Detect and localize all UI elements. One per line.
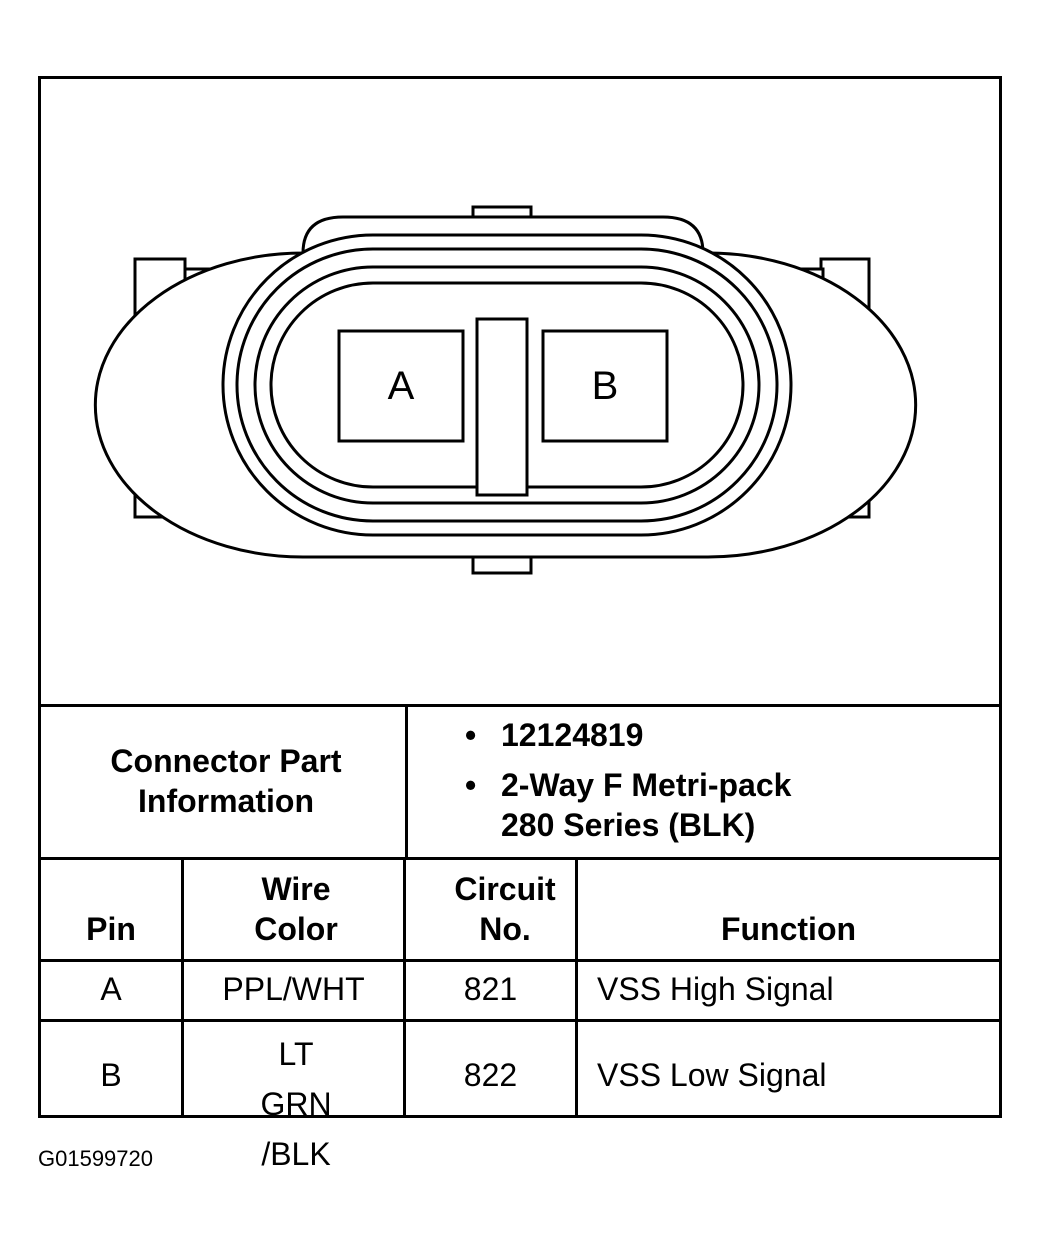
row-b-top-line [41, 1019, 999, 1022]
diagram-frame: A B Connector Part Information • 1212481… [38, 76, 1002, 1172]
row-a-wire-color: PPL/WHT [222, 971, 365, 1007]
shell-ring-2 [235, 247, 779, 523]
header-function: Function [720, 911, 857, 947]
header-circuit-no: Circuit No. [454, 871, 556, 947]
header-pin: Pin [86, 911, 136, 947]
row-b-circuit-no: 822 [463, 1057, 518, 1093]
part-description: 2-Way F Metri-pack 280 Series (BLK) [501, 767, 792, 843]
row-b-pin: B [100, 1057, 122, 1093]
pin-a-label: A [388, 364, 415, 408]
shell-ring-3 [253, 265, 761, 505]
row-b-wire-color: LT GRN /BLK [260, 1036, 332, 1172]
row-a-pin: A [100, 971, 122, 1007]
row-a-function: VSS High Signal [597, 971, 834, 1007]
center-divider [475, 317, 529, 497]
pin-a-cavity [337, 329, 465, 443]
col-circuit-divider [575, 857, 578, 1115]
connector-drawing: A B [93, 205, 918, 575]
col-wire-divider [403, 857, 406, 1115]
row-a-top-line [41, 959, 999, 962]
part-description-item: • 2-Way F Metri-pack 280 Series (BLK) [465, 765, 985, 845]
pin-b-cavity [541, 329, 669, 443]
header-top-line [41, 857, 999, 860]
figure-code: G01599720 [38, 1146, 153, 1171]
bullet-icon: • [465, 717, 477, 753]
part-number-item: • 12124819 [465, 715, 985, 755]
part-number: 12124819 [501, 717, 644, 753]
pin-b-label: B [592, 364, 619, 408]
col-pin-divider [181, 857, 184, 1115]
bullet-icon: • [465, 767, 477, 803]
part-info-list: • 12124819 • 2-Way F Metri-pack 280 Seri… [465, 715, 985, 845]
part-info-label: Connector Part Information [110, 743, 342, 819]
table-top-line [41, 704, 999, 707]
row-a-circuit-no: 821 [463, 971, 518, 1007]
row-b-function: VSS Low Signal [597, 1057, 827, 1093]
header-wire-color: Wire Color [254, 871, 338, 947]
part-info-divider [405, 704, 408, 859]
